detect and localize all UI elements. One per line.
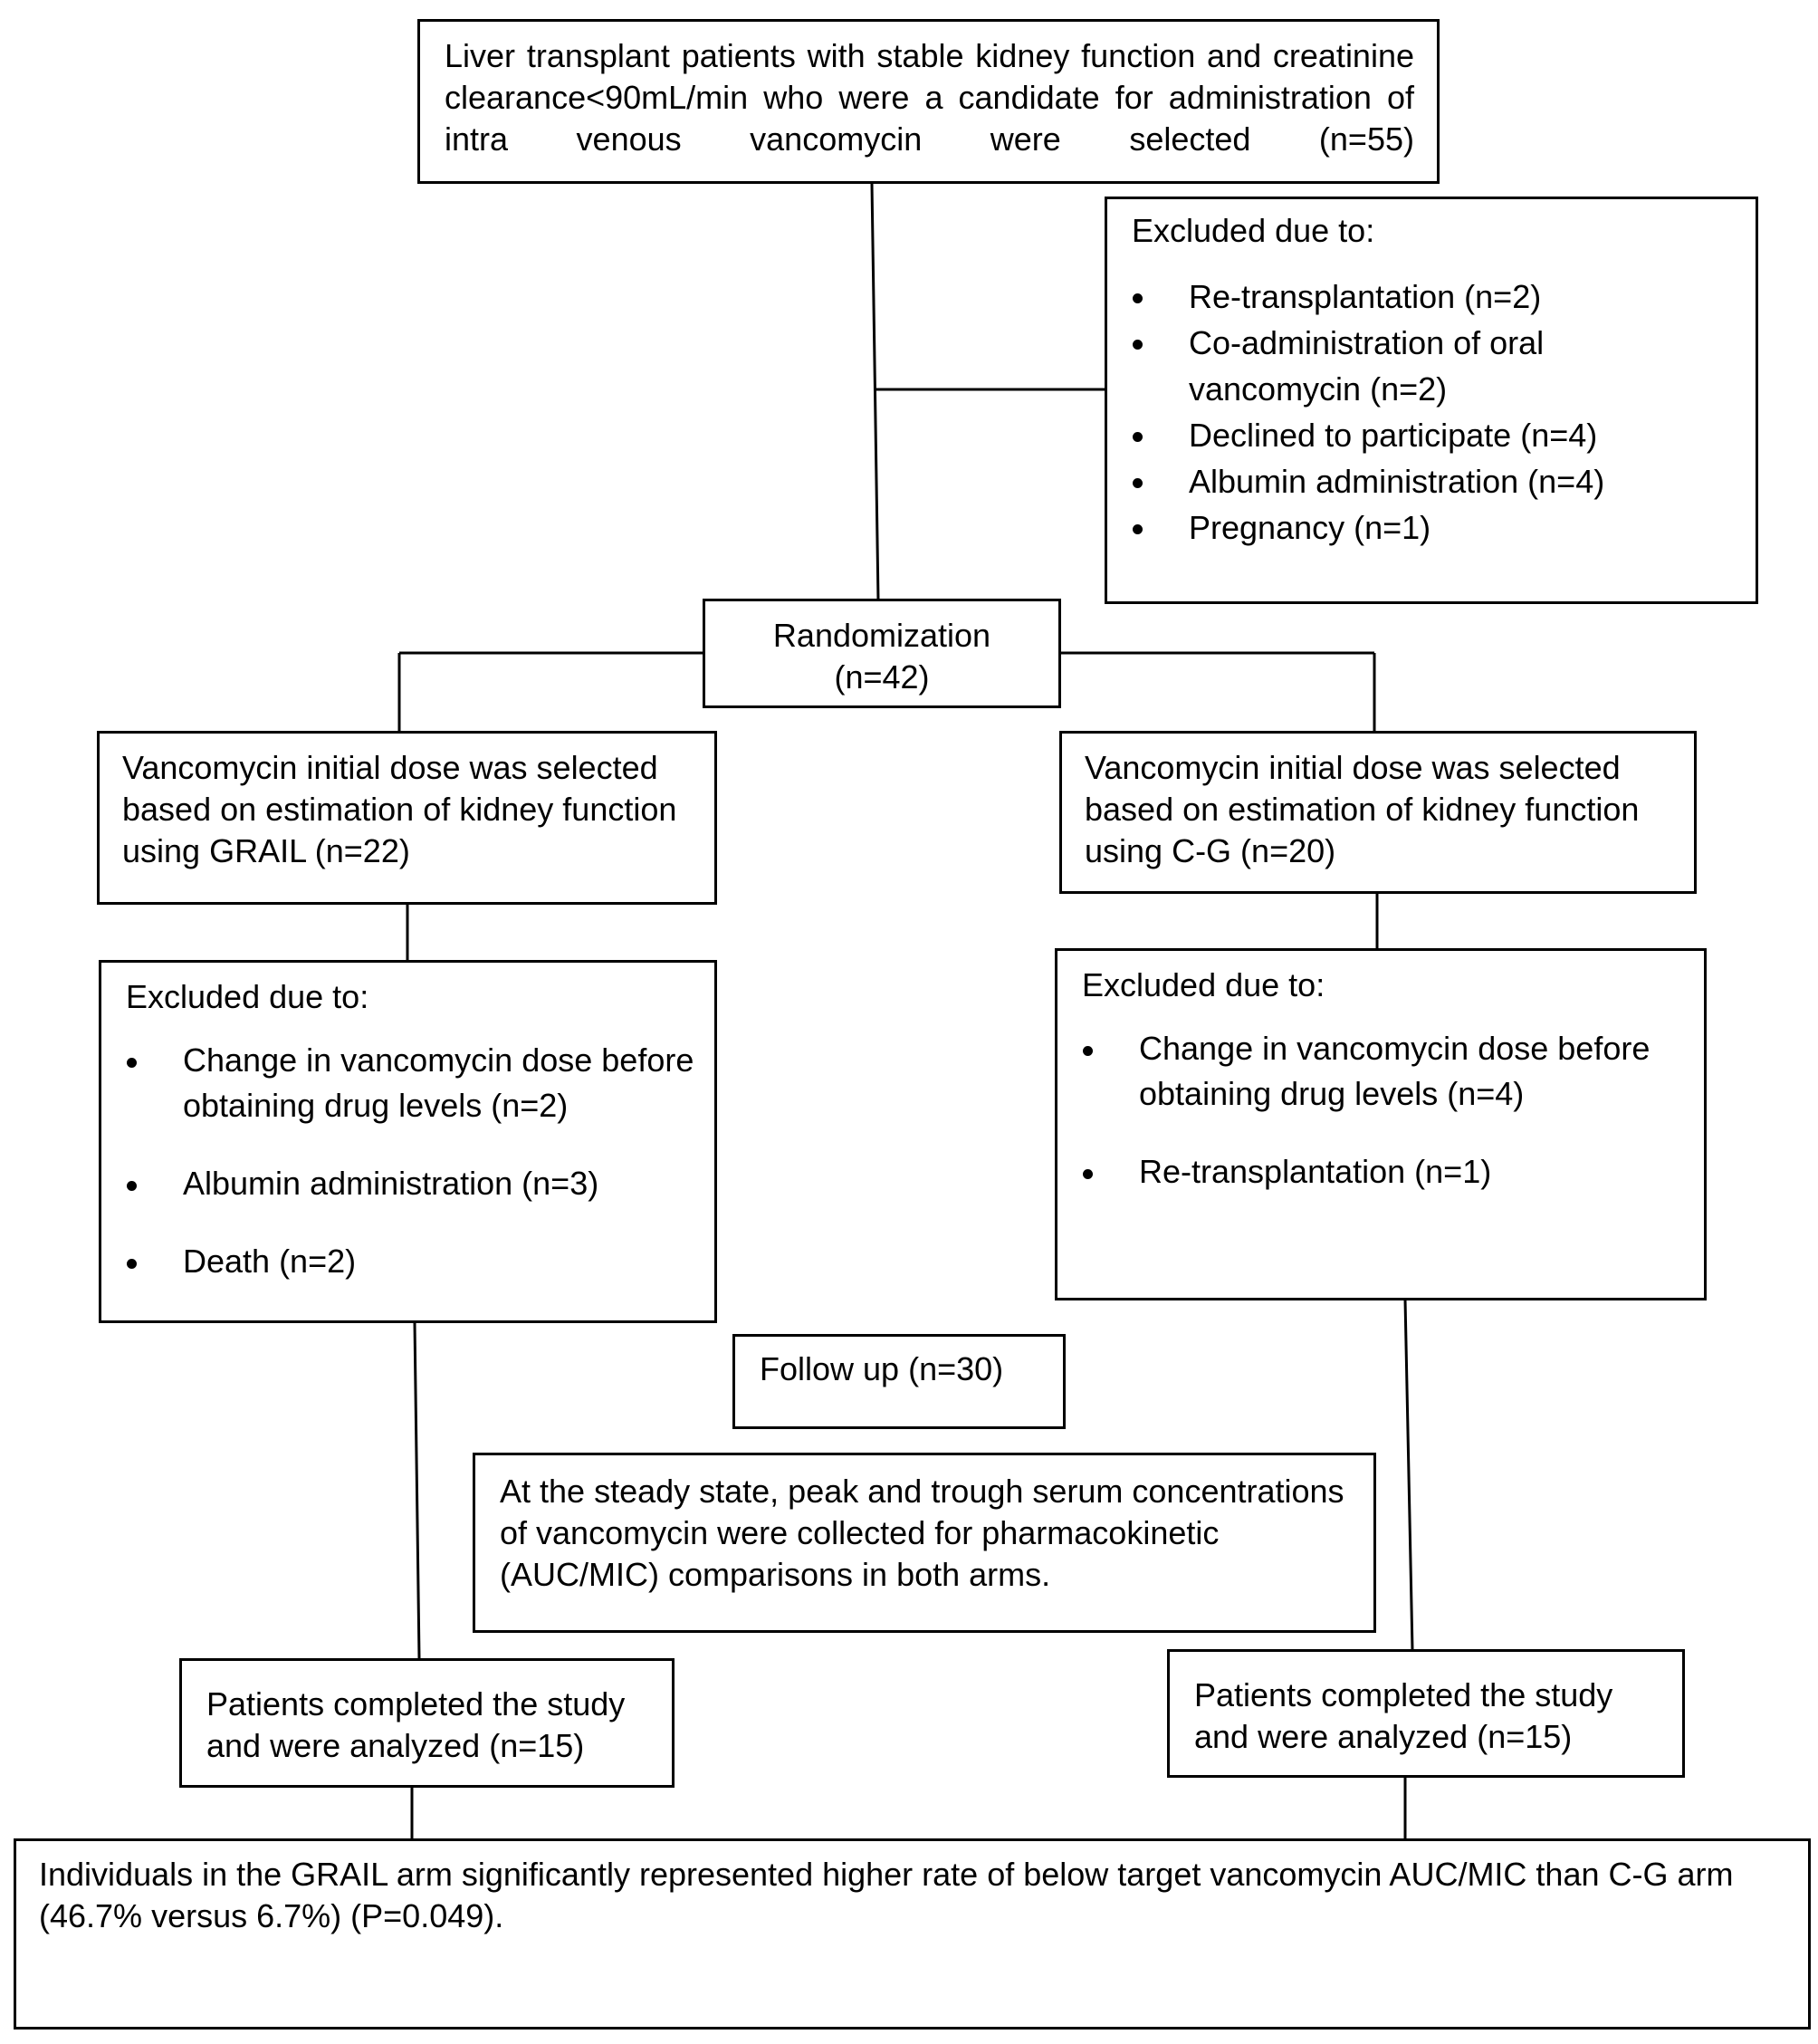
connector-cg-exclusion-to-analyzed [1403,1299,1414,1651]
grail-analyzed-box: Patients completed the study and were an… [179,1658,675,1788]
steady-state-text: At the steady state, peak and trough ser… [500,1473,1344,1593]
cg-exclusion-box: Excluded due to: Change in vancomycin do… [1055,948,1707,1300]
cg-allocation-box: Vancomycin initial dose was selected bas… [1059,731,1697,894]
list-item: Pregnancy (n=1) [1107,504,1737,551]
list-item: Declined to participate (n=4) [1107,412,1737,458]
eligibility-text: Liver transplant patients with stable ki… [445,37,1414,158]
eligibility-box: Liver transplant patients with stable ki… [417,19,1440,184]
randomization-label: Randomization [772,617,991,654]
list-item: Albumin administration (n=3) [101,1161,696,1206]
grail-analyzed-text: Patients completed the study and were an… [206,1685,626,1764]
cg-exclusion-heading: Excluded due to: [1082,966,1325,1003]
cg-allocation-text: Vancomycin initial dose was selected bas… [1085,749,1640,869]
follow-up-box: Follow up (n=30) [732,1334,1066,1429]
list-item: Change in vancomycin dose before obtaini… [101,1038,696,1128]
result-box: Individuals in the GRAIL arm significant… [14,1838,1811,2030]
list-item: Change in vancomycin dose before obtaini… [1057,1026,1686,1117]
grail-exclusion-heading: Excluded due to: [126,978,369,1015]
randomization-count: (n=42) [834,658,930,696]
list-item: Albumin administration (n=4) [1107,458,1737,504]
grail-exclusion-list: Change in vancomycin dose before obtaini… [101,1038,696,1284]
grail-allocation-box: Vancomycin initial dose was selected bas… [97,731,717,905]
grail-allocation-text: Vancomycin initial dose was selected bas… [122,749,677,869]
connector-eligibility-to-randomization [870,183,880,601]
cg-analyzed-box: Patients completed the study and were an… [1167,1649,1685,1778]
cg-exclusion-list: Change in vancomycin dose before obtaini… [1057,1026,1686,1195]
list-item: Re-transplantation (n=1) [1057,1149,1686,1195]
list-item: Death (n=2) [101,1239,696,1284]
list-item: Co-administration of oral vancomycin (n=… [1107,320,1737,412]
initial-exclusion-list: Re-transplantation (n=2) Co-administrati… [1107,273,1737,551]
initial-exclusion-heading: Excluded due to: [1132,212,1375,249]
randomization-box: Randomization (n=42) [703,599,1061,708]
list-item: Re-transplantation (n=2) [1107,273,1737,320]
steady-state-box: At the steady state, peak and trough ser… [473,1453,1376,1633]
grail-exclusion-box: Excluded due to: Change in vancomycin do… [99,960,717,1323]
cg-analyzed-text: Patients completed the study and were an… [1194,1676,1613,1755]
follow-up-text: Follow up (n=30) [760,1350,1004,1387]
connector-grail-exclusion-to-analyzed [413,1322,421,1659]
result-text: Individuals in the GRAIL arm significant… [39,1856,1734,1934]
initial-exclusion-box: Excluded due to: Re-transplantation (n=2… [1105,197,1758,604]
